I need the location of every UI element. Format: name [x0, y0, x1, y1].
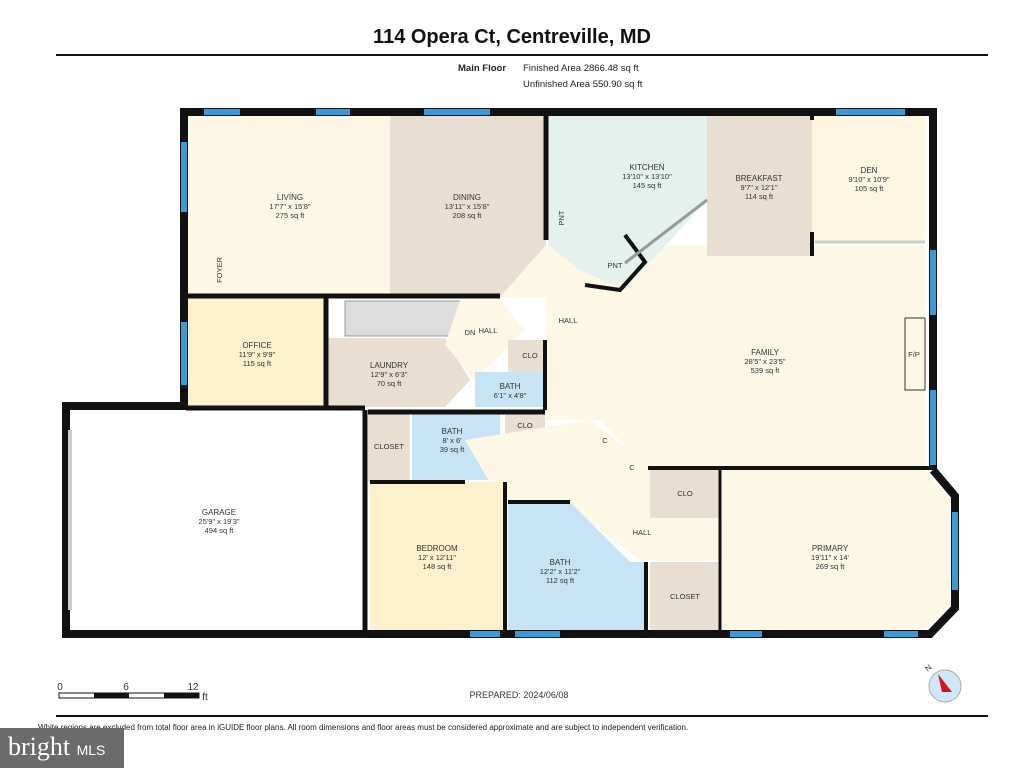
area-kitchen: 145 sq ft: [633, 181, 663, 190]
label-clo-2: CLO: [517, 421, 533, 430]
scale-unit: ft: [202, 692, 208, 703]
label-family: FAMILY: [751, 348, 780, 357]
label-breakfast: BREAKFAST: [735, 174, 782, 183]
room-living: [186, 114, 390, 297]
label-clo-1: CLO: [522, 351, 538, 360]
dims-kitchen: 13'10" x 13'10": [622, 172, 672, 181]
room-bath-3: [508, 502, 647, 630]
stairs: [344, 300, 461, 337]
dims-den: 9'10" x 10'9": [848, 175, 889, 184]
compass-north-label: N: [923, 663, 933, 674]
label-hall-small: HALL: [479, 326, 498, 335]
fireplace: [904, 317, 926, 391]
logo-main: bright: [8, 732, 71, 761]
dims-bedroom: 12' x 12'11": [418, 553, 456, 562]
area-bedroom: 148 sq ft: [423, 562, 453, 571]
label-dining: DINING: [453, 193, 481, 202]
room-office: [186, 297, 326, 407]
title-divider: [56, 54, 988, 56]
unfinished-area: Unfinished Area 550.90 sq ft: [523, 79, 643, 90]
dims-breakfast: 9'7" x 12'1": [741, 183, 778, 192]
area-garage: 494 sq ft: [205, 526, 235, 535]
label-garage: GARAGE: [202, 508, 236, 517]
label-den: DEN: [861, 166, 878, 175]
label-living: LIVING: [277, 193, 303, 202]
label-closet-2: CLOSET: [670, 592, 700, 601]
room-garage: [72, 410, 365, 630]
room-den: [812, 114, 925, 242]
disclaimer: White regions are excluded from total fl…: [38, 723, 689, 732]
finished-area: Finished Area 2866.48 sq ft: [523, 63, 639, 74]
dims-bath-2: 8' x 6': [442, 436, 462, 445]
footer-divider: [56, 715, 988, 717]
area-dining: 208 sq ft: [453, 211, 483, 220]
area-primary: 269 sq ft: [816, 562, 846, 571]
label-clo-3: CLO: [677, 489, 693, 498]
room-hall-lower: [465, 420, 722, 560]
dims-laundry: 12'9" x 6'3": [371, 370, 408, 379]
area-den: 105 sq ft: [855, 184, 885, 193]
prepared-date: PREPARED: 2024/06/08: [470, 690, 569, 700]
room-laundry: [326, 338, 470, 407]
page-title: 114 Opera Ct, Centreville, MD: [373, 26, 651, 48]
room-closet-1: [368, 414, 410, 482]
area-bath-2: 39 sq ft: [440, 445, 466, 454]
room-dining: [390, 114, 546, 297]
label-bath-3: BATH: [550, 558, 571, 567]
label-closet-1: CLOSET: [374, 442, 404, 451]
room-bedroom: [370, 482, 505, 630]
area-breakfast: 114 sq ft: [745, 192, 774, 201]
label-hall: HALL: [559, 316, 578, 325]
logo-suffix: MLS: [76, 742, 106, 758]
scale-tick-0: 0: [57, 682, 63, 693]
room-family: [500, 245, 925, 468]
room-kitchen: [548, 114, 707, 290]
label-bath-1: BATH: [500, 382, 521, 391]
dims-primary: 19'11" x 14': [811, 553, 849, 562]
room-primary: [722, 470, 950, 630]
area-family: 539 sq ft: [751, 366, 781, 375]
room-closet-2: [650, 562, 720, 630]
windows: [181, 109, 958, 637]
label-stairs-down: DN: [465, 328, 476, 337]
room-clo-1: [508, 340, 545, 372]
room-bath-small: [475, 372, 545, 407]
dims-bath-1: 6'1" x 4'8": [494, 391, 527, 400]
area-living: 275 sq ft: [276, 211, 306, 220]
area-office: 115 sq ft: [243, 359, 272, 368]
label-hall-lower: HALL: [633, 528, 652, 537]
label-bath-2: BATH: [442, 427, 463, 436]
label-c-2: C: [629, 463, 635, 472]
label-pantry-2: PNT: [608, 261, 623, 270]
room-breakfast: [707, 114, 812, 256]
label-office: OFFICE: [242, 341, 271, 350]
scale-bar: 0 6 12 ft: [57, 682, 208, 703]
counter: [624, 198, 708, 265]
label-c-1: C: [602, 436, 608, 445]
dims-dining: 13'11" x 15'8": [445, 202, 490, 211]
label-bedroom: BEDROOM: [416, 544, 458, 553]
label-foyer: FOYER: [215, 257, 224, 283]
dims-bath-3: 12'2" x 11'2": [540, 567, 581, 576]
scale-tick-6: 6: [123, 682, 129, 693]
scale-tick-12: 12: [187, 682, 199, 693]
room-hall-small: [445, 300, 525, 380]
area-laundry: 70 sq ft: [377, 379, 403, 388]
label-kitchen: KITCHEN: [629, 163, 664, 172]
label-primary: PRIMARY: [812, 544, 849, 553]
dims-office: 11'9" x 9'9": [239, 350, 276, 359]
dims-family: 28'5" x 23'5": [744, 357, 785, 366]
floor-name: Main Floor: [458, 63, 507, 74]
area-bath-3: 112 sq ft: [546, 576, 575, 585]
dims-garage: 25'9" x 19'3": [198, 517, 239, 526]
compass-icon: N: [923, 663, 962, 703]
dims-living: 17'7" x 15'8": [269, 202, 310, 211]
label-pantry-1: PNT: [557, 210, 566, 225]
label-fireplace: F/P: [908, 350, 920, 359]
room-clo-3: [650, 470, 720, 518]
label-laundry: LAUNDRY: [370, 361, 409, 370]
bright-mls-logo: bright MLS: [0, 728, 124, 768]
